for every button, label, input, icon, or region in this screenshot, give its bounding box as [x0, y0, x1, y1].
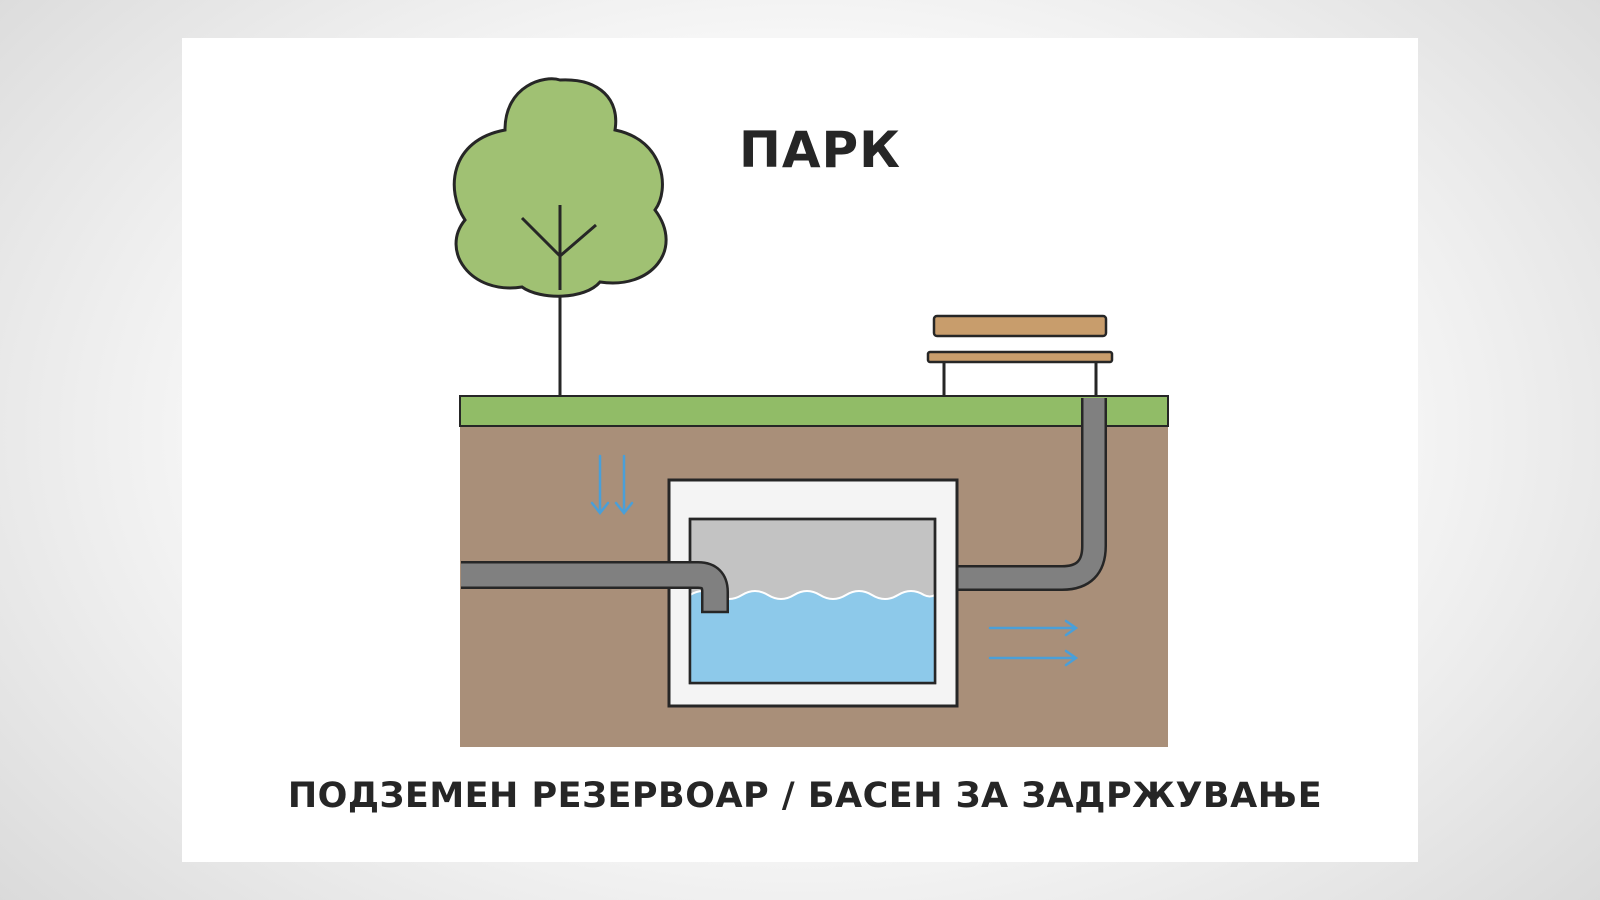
- right-arrows-icon: [988, 619, 1079, 667]
- park-title: ПАРК: [738, 121, 902, 179]
- tree-icon: [452, 77, 668, 397]
- diagram-caption: ПОДЗЕМЕН РЕЗЕРВОАР / БАСЕН ЗА ЗАДРЖУВАЊЕ: [287, 776, 1323, 816]
- outlet-pipe: [956, 398, 1107, 591]
- bench-icon: [926, 314, 1114, 396]
- grass-strip: [459, 395, 1169, 427]
- water-surface: [689, 590, 936, 600]
- water-body: [690, 591, 935, 683]
- inlet-pipe: [461, 561, 729, 614]
- down-arrows-icon: [590, 454, 634, 516]
